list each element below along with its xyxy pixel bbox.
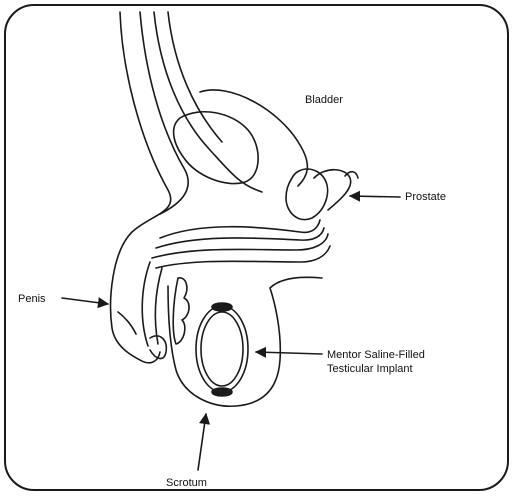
implant-arrow	[256, 352, 322, 354]
implant-label: Mentor Saline-Filled Testicular Implant	[327, 348, 425, 376]
prostate-arrow	[350, 196, 400, 197]
bladder-label: Bladder	[305, 93, 343, 107]
testicular-implant-inner	[201, 312, 243, 386]
penis-inner-1	[142, 262, 150, 346]
penile-urethra-1	[160, 220, 320, 238]
penis-arrow	[62, 298, 108, 304]
prostate-shape	[286, 169, 328, 220]
penis-inner-2	[155, 268, 162, 344]
implant-top-cap	[212, 303, 232, 311]
penis-label: Penis	[18, 292, 46, 306]
body-outline	[111, 12, 171, 363]
glans	[118, 312, 136, 334]
scrotum-label: Scrotum	[166, 476, 207, 490]
urethra-outer	[154, 12, 262, 192]
scrotum-sac	[168, 277, 322, 406]
scrotum-arrow	[198, 414, 206, 470]
implant-bottom-cap	[212, 388, 232, 396]
spongy-tissue	[173, 278, 189, 344]
testicular-implant	[196, 306, 248, 392]
prostate-label: Prostate	[405, 190, 446, 204]
